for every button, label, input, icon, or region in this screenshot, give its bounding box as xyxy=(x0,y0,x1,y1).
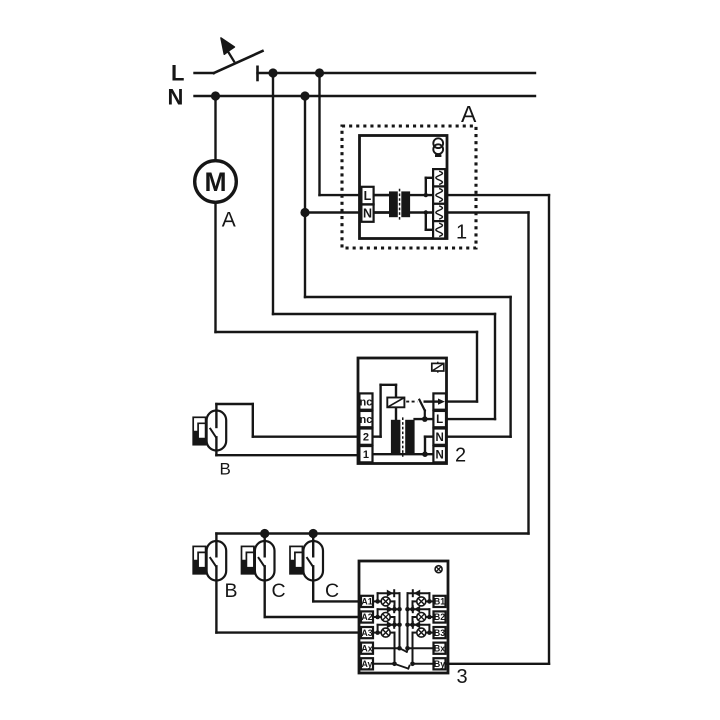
svg-text:nc: nc xyxy=(360,397,373,409)
svg-text:A1: A1 xyxy=(361,597,372,607)
svg-text:B: B xyxy=(225,580,238,602)
svg-text:B1: B1 xyxy=(434,597,445,607)
svg-text:A: A xyxy=(461,101,477,127)
svg-text:L: L xyxy=(171,61,184,86)
svg-text:Ay: Ay xyxy=(362,659,373,669)
svg-text:A3: A3 xyxy=(361,628,372,638)
svg-text:A2: A2 xyxy=(361,612,372,622)
svg-text:3: 3 xyxy=(457,666,468,688)
svg-text:B: B xyxy=(220,460,231,479)
svg-text:nc: nc xyxy=(360,414,373,426)
svg-text:2: 2 xyxy=(455,445,466,467)
svg-text:Ax: Ax xyxy=(361,643,372,653)
svg-text:1: 1 xyxy=(456,222,467,244)
svg-text:B3: B3 xyxy=(434,628,445,638)
svg-text:A: A xyxy=(222,209,236,232)
svg-text:C: C xyxy=(272,580,286,602)
svg-text:L: L xyxy=(364,189,372,203)
svg-text:By: By xyxy=(434,659,445,669)
svg-text:L: L xyxy=(436,414,443,426)
svg-text:N: N xyxy=(168,85,184,110)
svg-text:N: N xyxy=(363,207,372,221)
svg-text:N: N xyxy=(436,432,444,444)
svg-text:M: M xyxy=(204,167,226,197)
svg-text:Bx: Bx xyxy=(434,643,445,653)
svg-text:N: N xyxy=(436,449,444,461)
svg-text:1: 1 xyxy=(363,449,369,461)
svg-text:B2: B2 xyxy=(434,612,445,622)
svg-text:C: C xyxy=(325,580,339,602)
svg-text:2: 2 xyxy=(363,432,369,444)
